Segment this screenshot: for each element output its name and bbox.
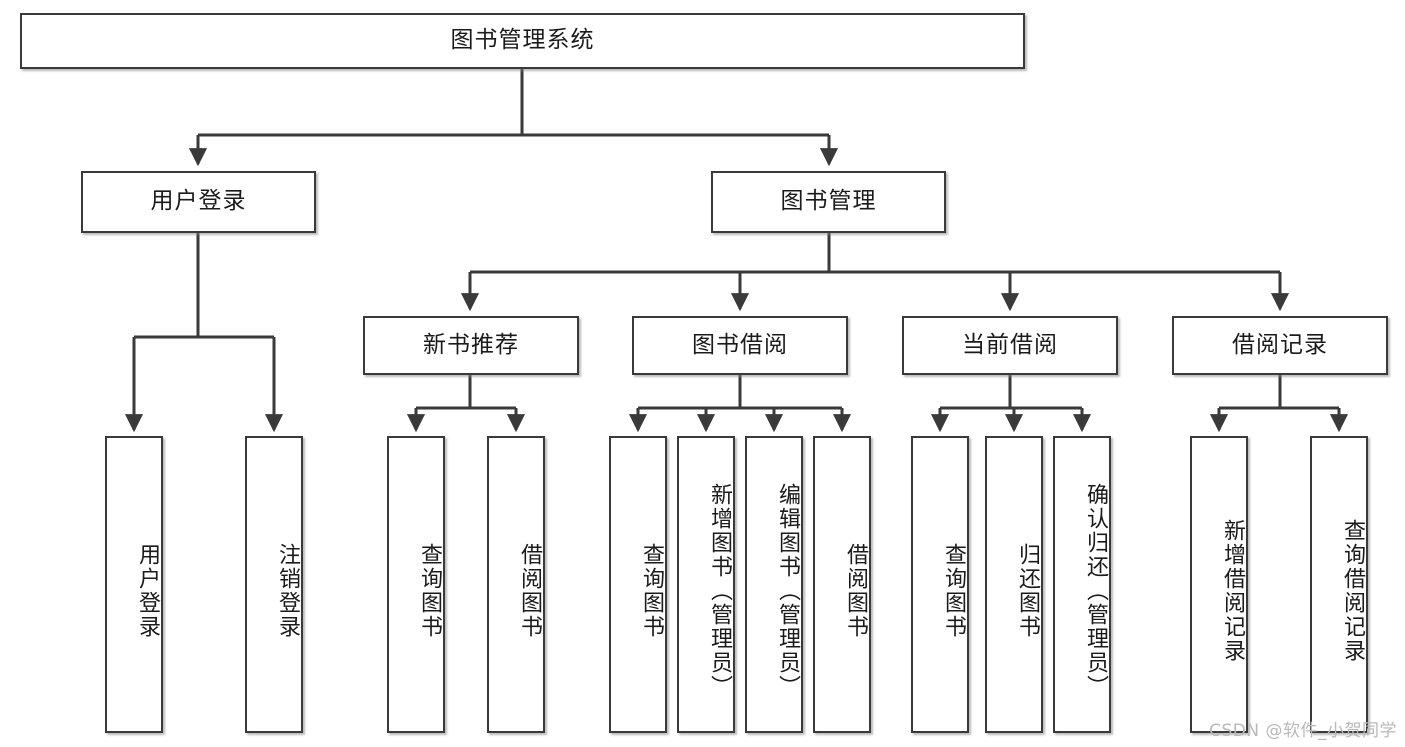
node-label: 查询借阅记录 (1340, 518, 1365, 663)
node-label: 查询图书 (941, 542, 966, 639)
leaf-borrow-book[interactable]: 借阅图书 (813, 436, 871, 733)
node-current-borrow[interactable]: 当前借阅 (902, 316, 1118, 375)
leaf-edit-book-admin[interactable]: 编辑图书（管理员） (745, 436, 803, 733)
leaf-query-book-current[interactable]: 查询图书 (911, 436, 969, 733)
node-root-system[interactable]: 图书管理系统 (20, 13, 1025, 69)
node-label: 注销登录 (275, 542, 300, 639)
node-label: 编辑图书（管理员） (775, 482, 800, 699)
node-borrow-records[interactable]: 借阅记录 (1172, 316, 1388, 375)
leaf-logout-login[interactable]: 注销登录 (245, 436, 303, 733)
leaf-user-login[interactable]: 用户登录 (105, 436, 163, 733)
leaf-return-book[interactable]: 归还图书 (985, 436, 1043, 733)
node-user-login[interactable]: 用户登录 (81, 171, 316, 233)
leaf-add-book-admin[interactable]: 新增图书（管理员） (677, 436, 735, 733)
leaf-query-book-newbook[interactable]: 查询图书 (387, 436, 445, 733)
leaf-query-borrow-record[interactable]: 查询借阅记录 (1310, 436, 1368, 733)
node-label: 图书管理系统 (450, 27, 595, 54)
node-label: 图书借阅 (692, 331, 788, 358)
node-label: 归还图书 (1015, 542, 1040, 639)
node-label: 图书管理 (780, 188, 877, 215)
node-label: 确认归还（管理员） (1083, 482, 1108, 699)
node-book-management[interactable]: 图书管理 (711, 171, 946, 233)
node-book-borrow[interactable]: 图书借阅 (632, 316, 848, 375)
leaf-borrow-book-newbook[interactable]: 借阅图书 (487, 436, 545, 733)
leaf-confirm-return-admin[interactable]: 确认归还（管理员） (1053, 436, 1111, 733)
node-label: 查询图书 (639, 542, 664, 639)
node-label: 新书推荐 (423, 331, 519, 358)
node-new-book-recommend[interactable]: 新书推荐 (363, 316, 579, 375)
node-label: 新增图书（管理员） (707, 482, 732, 699)
node-label: 当前借阅 (962, 331, 1058, 358)
node-label: 查询图书 (417, 542, 442, 639)
watermark-text: CSDN @软件_小贺同学 (1209, 721, 1397, 741)
node-label: 用户登录 (150, 188, 247, 215)
node-label: 借阅图书 (843, 542, 868, 639)
leaf-query-book-borrow[interactable]: 查询图书 (609, 436, 667, 733)
node-label: 新增借阅记录 (1220, 518, 1245, 663)
node-label: 借阅图书 (517, 542, 542, 639)
leaf-add-borrow-record[interactable]: 新增借阅记录 (1190, 436, 1248, 733)
node-label: 借阅记录 (1232, 331, 1328, 358)
node-label: 用户登录 (135, 542, 160, 639)
